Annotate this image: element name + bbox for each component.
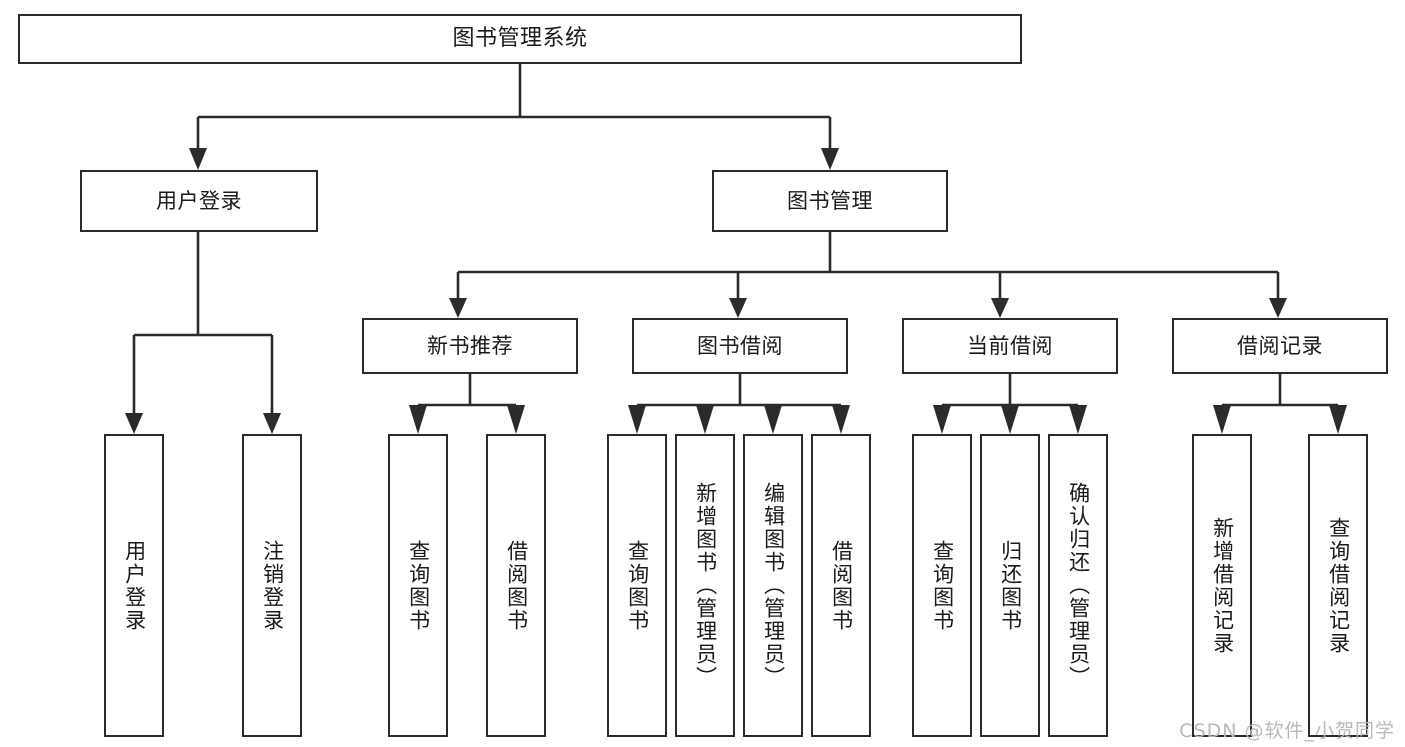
node-label: 新增图书（管理员） (693, 482, 718, 689)
node-leaf-query-book-recommend[interactable]: 查询图书 (388, 434, 448, 737)
arrowhead-new-book-recommend (449, 298, 467, 318)
node-leaf-query-borrow-record[interactable]: 查询借阅记录 (1308, 434, 1368, 737)
node-label: 当前借阅 (967, 333, 1053, 358)
arrowhead-bb-leaf-2 (696, 405, 714, 434)
node-label: 查询图书 (625, 539, 650, 632)
node-book-management[interactable]: 图书管理 (712, 170, 948, 232)
arrowhead-br-leaf-2 (1329, 405, 1347, 434)
node-label: 查询借阅记录 (1326, 516, 1351, 655)
node-leaf-borrow-book-recommend[interactable]: 借阅图书 (486, 434, 546, 737)
arrowhead-nb-leaf-2 (507, 405, 525, 434)
node-root-library-system[interactable]: 图书管理系统 (18, 14, 1022, 64)
arrowhead-cb-leaf-1 (933, 405, 951, 434)
arrowhead-leaf-logout (263, 413, 281, 434)
node-label: 用户登录 (122, 539, 147, 632)
node-label: 用户登录 (156, 188, 242, 213)
arrowhead-cb-leaf-2 (1001, 405, 1019, 434)
node-leaf-edit-book-admin[interactable]: 编辑图书（管理员） (743, 434, 803, 737)
arrowhead-bb-leaf-4 (832, 405, 850, 434)
node-label: 图书借阅 (697, 333, 783, 358)
node-label: 编辑图书（管理员） (761, 482, 786, 689)
node-leaf-confirm-return-admin[interactable]: 确认归还（管理员） (1048, 434, 1108, 737)
node-leaf-logout[interactable]: 注销登录 (242, 434, 302, 737)
node-label: 查询图书 (930, 539, 955, 632)
arrowhead-nb-leaf-1 (409, 405, 427, 434)
arrowhead-current-borrow (991, 298, 1009, 318)
arrowhead-bb-leaf-3 (764, 405, 782, 434)
node-leaf-add-book-admin[interactable]: 新增图书（管理员） (675, 434, 735, 737)
node-label: 图书管理系统 (452, 25, 588, 51)
node-label: 图书管理 (787, 188, 873, 213)
node-label: 归还图书 (998, 539, 1023, 632)
arrowhead-bb-leaf-1 (628, 405, 646, 434)
arrowhead-cb-leaf-3 (1069, 405, 1087, 434)
arrowhead-br-leaf-1 (1213, 405, 1231, 434)
node-leaf-user-login[interactable]: 用户登录 (104, 434, 164, 737)
node-book-borrow[interactable]: 图书借阅 (632, 318, 848, 374)
node-leaf-query-book-current[interactable]: 查询图书 (912, 434, 972, 737)
node-user-login[interactable]: 用户登录 (80, 170, 318, 232)
node-label: 查询图书 (406, 539, 431, 632)
node-leaf-add-borrow-record[interactable]: 新增借阅记录 (1192, 434, 1252, 737)
node-label: 借阅图书 (504, 539, 529, 632)
node-label: 借阅记录 (1237, 333, 1323, 358)
arrowhead-user-login (189, 148, 207, 170)
node-leaf-query-book[interactable]: 查询图书 (607, 434, 667, 737)
arrowhead-book-borrow (729, 298, 747, 318)
node-leaf-return-book[interactable]: 归还图书 (980, 434, 1040, 737)
node-current-borrow[interactable]: 当前借阅 (902, 318, 1118, 374)
node-label: 注销登录 (260, 539, 285, 632)
node-borrow-record[interactable]: 借阅记录 (1172, 318, 1388, 374)
node-leaf-borrow-book[interactable]: 借阅图书 (811, 434, 871, 737)
arrowhead-book-manage (821, 148, 839, 170)
node-new-book-recommend[interactable]: 新书推荐 (362, 318, 578, 374)
node-label: 新增借阅记录 (1210, 516, 1235, 655)
csdn-watermark: CSDN @软件_小贺同学 (1179, 720, 1395, 742)
arrowhead-borrow-record (1269, 298, 1287, 318)
node-label: 确认归还（管理员） (1066, 482, 1091, 689)
node-label: 新书推荐 (427, 333, 513, 358)
arrowhead-leaf-user-login (125, 413, 143, 434)
node-label: 借阅图书 (829, 539, 854, 632)
